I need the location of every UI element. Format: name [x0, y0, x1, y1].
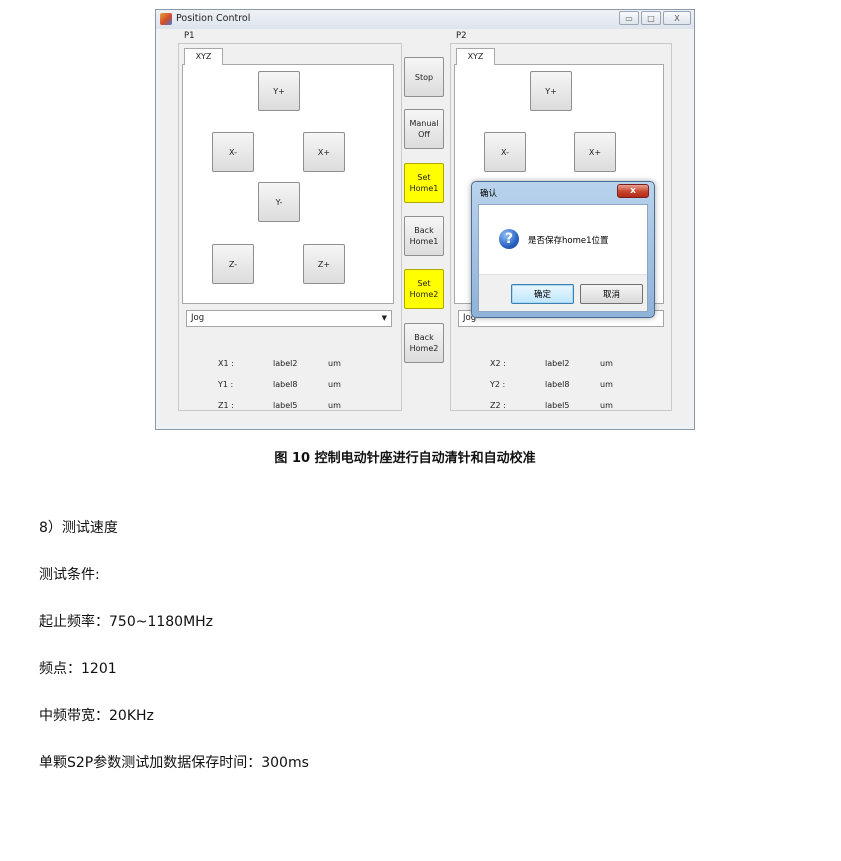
set-home2-line1: Set	[417, 279, 431, 288]
p2-x-minus-button[interactable]: X-	[484, 132, 526, 172]
manual-off-line1: Manual	[409, 119, 439, 128]
title-bar[interactable]: Position Control ▭ □ X	[156, 10, 694, 29]
p2-y-unit: um	[600, 380, 613, 389]
app-icon	[160, 13, 172, 25]
paragraph-frequency-range: 起止频率：750~1180MHz	[39, 614, 214, 630]
dialog-title: 确认	[480, 189, 498, 199]
set-home2-button[interactable]: Set Home2	[404, 269, 444, 309]
p1-y-axis-label: Y1 :	[218, 380, 234, 389]
p1-z-axis-label: Z1 :	[218, 401, 234, 410]
set-home1-line2: Home1	[409, 184, 439, 193]
confirm-dialog: 确认 x ? 是否保存home1位置 确定 取消	[471, 181, 655, 318]
p1-tab-xyz[interactable]: XYZ	[184, 48, 223, 65]
set-home1-line1: Set	[417, 173, 431, 182]
p2-z-unit: um	[600, 401, 613, 410]
dialog-body: ? 是否保存home1位置 确定 取消	[478, 204, 648, 312]
p1-x-unit: um	[328, 359, 341, 368]
p1-mode-select[interactable]: Jog ▼	[186, 310, 392, 327]
p1-z-plus-button[interactable]: Z+	[303, 244, 345, 284]
back-home1-button[interactable]: Back Home1	[404, 216, 444, 256]
set-home2-line2: Home2	[409, 290, 439, 299]
p1-x-value: label2	[273, 359, 298, 368]
group-p1	[178, 43, 402, 411]
p2-y-axis-label: Y2 :	[490, 380, 506, 389]
paragraph-frequency-points: 频点：1201	[39, 661, 117, 677]
ok-button[interactable]: 确定	[511, 284, 574, 304]
p2-y-plus-button[interactable]: Y+	[530, 71, 572, 111]
group-p1-label: P1	[184, 31, 195, 41]
p1-y-value: label8	[273, 380, 298, 389]
manual-off-line2: Off	[418, 130, 430, 139]
p1-z-value: label5	[273, 401, 298, 410]
p1-z-minus-button[interactable]: Z-	[212, 244, 254, 284]
stop-button[interactable]: Stop	[404, 57, 444, 97]
set-home1-button[interactable]: Set Home1	[404, 163, 444, 203]
group-p2	[450, 43, 672, 411]
p2-y-value: label8	[545, 380, 570, 389]
p2-x-plus-button[interactable]: X+	[574, 132, 616, 172]
p2-x-unit: um	[600, 359, 613, 368]
minimize-button[interactable]: ▭	[619, 11, 639, 25]
p1-x-plus-button[interactable]: X+	[303, 132, 345, 172]
paragraph-if-bandwidth: 中频带宽：20KHz	[39, 708, 154, 724]
back-home2-button[interactable]: Back Home2	[404, 323, 444, 363]
question-icon: ?	[499, 229, 519, 249]
maximize-button[interactable]: □	[641, 11, 661, 25]
back-home2-line1: Back	[414, 333, 434, 342]
group-p2-label: P2	[456, 31, 467, 41]
p1-mode-value: Jog	[191, 313, 205, 323]
chevron-down-icon: ▼	[381, 314, 387, 322]
dialog-close-button[interactable]: x	[617, 184, 649, 198]
back-home2-line2: Home2	[409, 344, 439, 353]
p2-z-value: label5	[545, 401, 570, 410]
dialog-footer: 确定 取消	[479, 274, 647, 311]
p1-y-plus-button[interactable]: Y+	[258, 71, 300, 111]
p2-x-axis-label: X2 :	[490, 359, 506, 368]
p2-z-axis-label: Z2 :	[490, 401, 506, 410]
p1-y-minus-button[interactable]: Y-	[258, 182, 300, 222]
p1-x-axis-label: X1 :	[218, 359, 234, 368]
dialog-message: 是否保存home1位置	[528, 236, 609, 246]
figure-caption: 图 10 控制电动针座进行自动清针和自动校准	[274, 451, 536, 466]
p1-z-unit: um	[328, 401, 341, 410]
p2-tab-xyz[interactable]: XYZ	[456, 48, 495, 65]
manual-off-button[interactable]: Manual Off	[404, 109, 444, 149]
section-heading: 8）测试速度	[39, 520, 118, 536]
close-button[interactable]: X	[663, 11, 691, 25]
cancel-button[interactable]: 取消	[580, 284, 643, 304]
paragraph-test-time: 单颗S2P参数测试加数据保存时间：300ms	[39, 755, 309, 771]
paragraph-test-conditions: 测试条件:	[39, 567, 100, 583]
p1-x-minus-button[interactable]: X-	[212, 132, 254, 172]
p2-x-value: label2	[545, 359, 570, 368]
back-home1-line2: Home1	[409, 237, 439, 246]
p1-y-unit: um	[328, 380, 341, 389]
back-home1-line1: Back	[414, 226, 434, 235]
p2-mode-value: Jog	[463, 313, 477, 323]
window-title: Position Control	[176, 13, 251, 24]
